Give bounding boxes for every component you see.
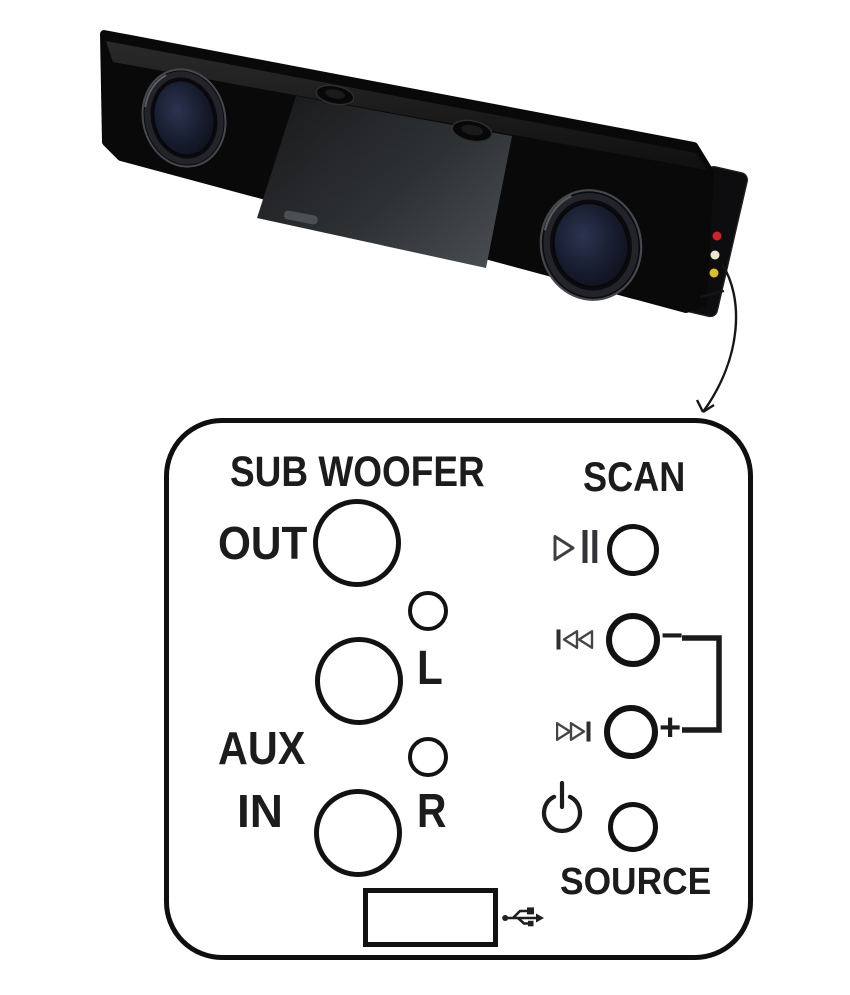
play-pause-button <box>607 524 659 576</box>
subwoofer-out-jack <box>313 499 401 587</box>
source-button <box>608 802 658 852</box>
aux-left-hole <box>408 591 448 631</box>
previous-track-icon <box>556 629 594 650</box>
right-channel-label: R <box>417 785 447 838</box>
minus-plus-bracket <box>682 635 722 733</box>
volume-minus-label: − <box>661 615 684 657</box>
soundbar-top-face <box>106 41 707 170</box>
top-mount-knob <box>315 84 355 106</box>
scan-section-label: SCAN <box>583 453 686 500</box>
rear-panel-diagram: SUB WOOFER SCAN OUT AUX IN L R SOURCE − … <box>164 418 753 960</box>
left-channel-label: L <box>417 642 443 695</box>
aux-left-jack <box>315 637 403 725</box>
aux-label: AUX <box>218 722 306 774</box>
rca-yellow-jack <box>709 268 719 278</box>
in-label: IN <box>237 785 283 837</box>
next-track-button <box>604 705 658 759</box>
volume-plus-label: + <box>659 707 682 749</box>
rca-white-jack <box>710 250 720 260</box>
callout-arrow <box>695 263 738 414</box>
usb-port-slot <box>363 888 498 947</box>
left-speaker <box>141 68 227 168</box>
aux-right-jack <box>314 789 402 877</box>
top-mount-knob <box>451 119 493 143</box>
aux-right-hole <box>408 737 448 777</box>
power-icon <box>541 781 583 834</box>
rca-red-jack <box>712 231 722 241</box>
right-speaker <box>539 189 643 301</box>
soundbar-photo <box>100 30 749 414</box>
soundbar-logo <box>284 210 318 225</box>
play-pause-icon <box>553 530 598 563</box>
source-label: SOURCE <box>560 861 712 903</box>
subwoofer-section-label: SUB WOOFER <box>230 448 485 496</box>
previous-track-button <box>606 613 660 667</box>
soundbar-gloss-panel <box>257 96 512 268</box>
out-label: OUT <box>218 517 308 569</box>
usb-icon <box>502 907 544 927</box>
next-track-icon <box>556 721 591 742</box>
